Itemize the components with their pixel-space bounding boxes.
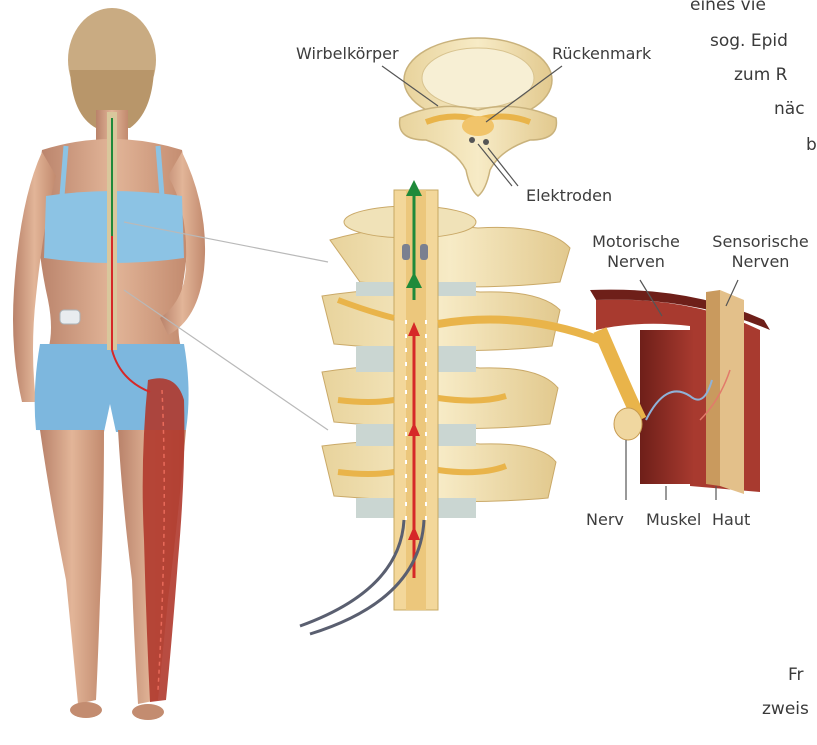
patient-figure — [13, 8, 205, 720]
text-fragment-6: Fr — [788, 664, 804, 686]
label-sensory-nerves-line1: Sensorische — [704, 232, 817, 252]
label-spinal-cord: Rückenmark — [552, 44, 651, 64]
vertebra-cross-section — [400, 38, 557, 196]
text-fragment-7: zweis — [762, 698, 809, 720]
spinal-column — [300, 180, 600, 634]
text-fragment-3: zum R — [734, 64, 787, 86]
label-motor-nerves: Motorische Nerven — [582, 232, 690, 272]
text-fragment-5: b — [806, 134, 817, 156]
text-fragment-4: näc — [774, 98, 805, 120]
label-motor-nerves-line2: Nerven — [582, 252, 690, 272]
label-vertebral-body: Wirbelkörper — [296, 44, 399, 64]
label-skin: Haut — [712, 510, 750, 530]
text-fragment-2: sog. Epid — [710, 30, 788, 52]
label-sensory-nerves-line2: Nerven — [704, 252, 817, 272]
vertebra-1 — [330, 206, 570, 287]
tissue-block — [590, 290, 770, 494]
label-motor-nerves-line1: Motorische — [582, 232, 690, 252]
label-nerve: Nerv — [586, 510, 624, 530]
label-sensory-nerves: Sensorische Nerven — [704, 232, 817, 272]
label-electrodes: Elektroden — [526, 186, 612, 206]
text-fragment-1: eines vie — [690, 0, 766, 16]
label-muscle: Muskel — [646, 510, 701, 530]
